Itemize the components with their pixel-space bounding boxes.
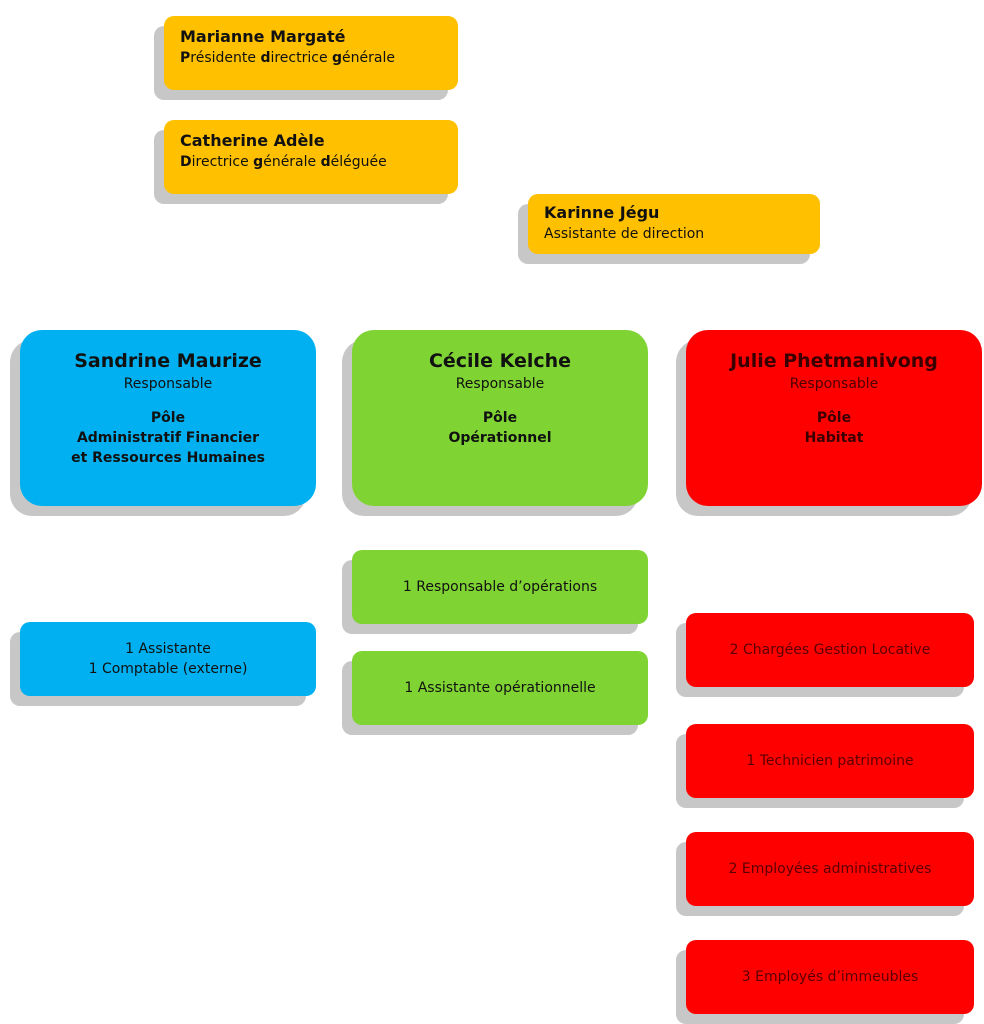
exec-role: Directrice générale déléguée	[180, 154, 387, 170]
pole-label: Pôle	[816, 410, 852, 426]
pole-card-admin: Sandrine Maurize Responsable Pôle Admini…	[20, 330, 316, 506]
pole-head-name: Cécile Kelche	[428, 350, 572, 372]
staff-line: 2 Employées administratives	[728, 861, 932, 877]
pole-name-line: et Ressources Humaines	[71, 450, 265, 466]
exec-role: Présidente directrice générale	[180, 50, 395, 66]
pole-label: Pôle	[482, 410, 518, 426]
exec-card-president: Marianne Margaté Présidente directrice g…	[164, 16, 458, 90]
pole-name-line: Opérationnel	[448, 430, 552, 446]
staff-card: 1 Assistante 1 Comptable (externe)	[20, 622, 316, 696]
staff-card: 1 Assistante opérationnelle	[352, 651, 648, 725]
staff-line: 1 Technicien patrimoine	[746, 753, 914, 769]
exec-name: Marianne Margaté	[180, 27, 346, 46]
exec-name: Catherine Adèle	[180, 131, 325, 150]
pole-head-name: Sandrine Maurize	[74, 350, 262, 372]
pole-head-title: Responsable	[455, 376, 545, 392]
staff-line: 1 Responsable d’opérations	[402, 579, 598, 595]
pole-head-name: Julie Phetmanivong	[730, 350, 938, 372]
exec-card-deputy: Catherine Adèle Directrice générale délé…	[164, 120, 458, 194]
pole-card-operations: Cécile Kelche Responsable Pôle Opération…	[352, 330, 648, 506]
pole-head-title: Responsable	[789, 376, 879, 392]
staff-card: 2 Employées administratives	[686, 832, 974, 906]
staff-line: 1 Assistante	[125, 641, 211, 657]
staff-card: 1 Technicien patrimoine	[686, 724, 974, 798]
pole-card-habitat: Julie Phetmanivong Responsable Pôle Habi…	[686, 330, 982, 506]
staff-card: 3 Employés d’immeubles	[686, 940, 974, 1014]
staff-card: 2 Chargées Gestion Locative	[686, 613, 974, 687]
staff-card: 1 Responsable d’opérations	[352, 550, 648, 624]
staff-line: 1 Comptable (externe)	[88, 661, 248, 677]
staff-line: 1 Assistante opérationnelle	[404, 680, 596, 696]
exec-name: Karinne Jégu	[544, 203, 660, 222]
exec-role: Assistante de direction	[544, 226, 705, 242]
staff-line: 2 Chargées Gestion Locative	[729, 642, 931, 658]
pole-head-title: Responsable	[123, 376, 213, 392]
exec-card-assistant: Karinne Jégu Assistante de direction	[528, 194, 820, 254]
pole-name-line: Habitat	[804, 430, 864, 446]
pole-label: Pôle	[150, 410, 186, 426]
pole-name-line: Administratif Financier	[76, 430, 260, 446]
staff-line: 3 Employés d’immeubles	[741, 969, 919, 985]
